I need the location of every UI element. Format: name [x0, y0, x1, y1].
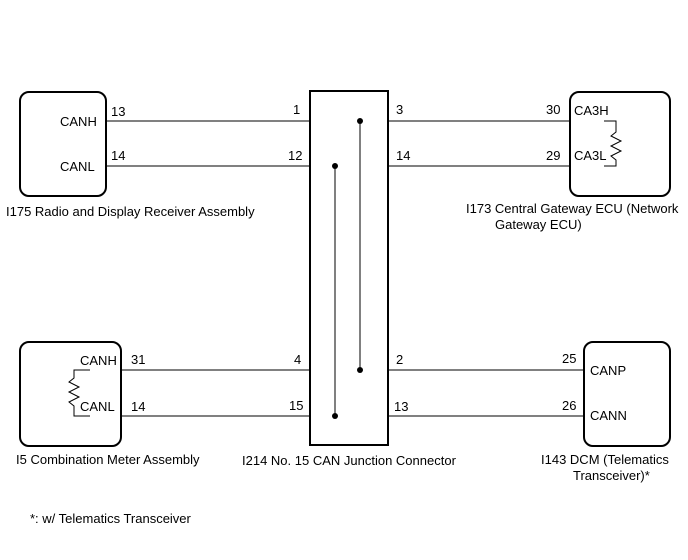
- junction-node-2: [332, 163, 338, 169]
- pin-dcm-26: 26: [562, 398, 576, 413]
- radio-signal-canl: CANL: [60, 159, 95, 174]
- pin-junction-13: 13: [394, 399, 408, 414]
- pin-junction-3: 3: [396, 102, 403, 117]
- caption-combination-meter: I5 Combination Meter Assembly: [16, 452, 200, 467]
- dcm-box: [583, 341, 671, 447]
- pin-gateway-30: 30: [546, 102, 560, 117]
- gateway-termination-resistor: [604, 120, 623, 167]
- gateway-ecu-box: [569, 91, 671, 197]
- gateway-signal-ca3h: CA3H: [574, 103, 609, 118]
- junction-connector-box: [309, 90, 389, 446]
- caption-gateway-line1: I173 Central Gateway ECU (Network: [466, 201, 679, 216]
- pin-junction-4: 4: [294, 352, 301, 367]
- dcm-signal-canp: CANP: [590, 363, 626, 378]
- radio-assembly-box: [19, 91, 107, 197]
- pin-radio-13: 13: [111, 104, 125, 119]
- footnote: *: w/ Telematics Transceiver: [30, 511, 192, 526]
- caption-gateway-line2: Gateway ECU): [495, 217, 582, 232]
- pin-gateway-29: 29: [546, 148, 560, 163]
- combination-meter-box: [19, 341, 122, 447]
- meter-termination-resistor: [67, 369, 90, 417]
- junction-node-4: [332, 413, 338, 419]
- caption-dcm-line2: Transceiver)*: [573, 468, 650, 483]
- pin-junction-15: 15: [289, 398, 303, 413]
- gateway-signal-ca3l: CA3L: [574, 148, 607, 163]
- pin-junction-2: 2: [396, 352, 403, 367]
- caption-radio-assembly: I175 Radio and Display Receiver Assembly: [6, 204, 255, 219]
- pin-junction-14: 14: [396, 148, 410, 163]
- meter-signal-canh: CANH: [80, 353, 117, 368]
- radio-signal-canh: CANH: [60, 114, 97, 129]
- dcm-signal-cann: CANN: [590, 408, 627, 423]
- junction-node-3: [357, 367, 363, 373]
- caption-junction-connector: I214 No. 15 CAN Junction Connector: [242, 453, 457, 468]
- pin-meter-31: 31: [131, 352, 145, 367]
- junction-node-1: [357, 118, 363, 124]
- pin-junction-12: 12: [288, 148, 302, 163]
- meter-signal-canl: CANL: [80, 399, 115, 414]
- pin-radio-14: 14: [111, 148, 125, 163]
- pin-meter-14: 14: [131, 399, 145, 414]
- pin-junction-1: 1: [293, 102, 300, 117]
- caption-dcm-line1: I143 DCM (Telematics: [541, 452, 669, 467]
- pin-dcm-25: 25: [562, 351, 576, 366]
